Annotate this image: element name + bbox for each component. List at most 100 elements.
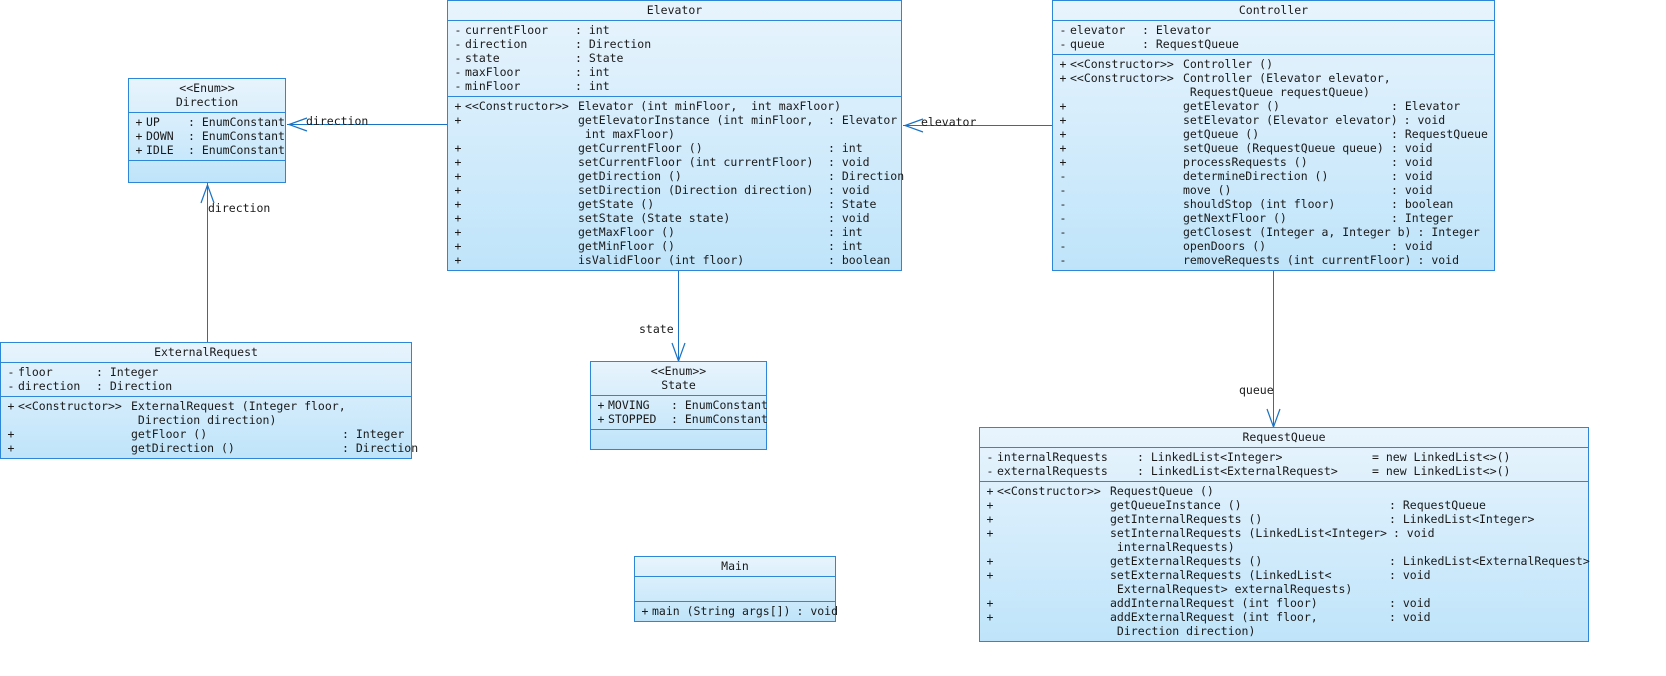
method-signature: getExternalRequests () [1110,554,1263,568]
visibility: + [1059,71,1067,85]
return-type: : void [1391,239,1433,253]
method-row: + setCurrentFloor (int currentFloor) : v… [448,155,901,169]
visibility: - [1059,211,1067,225]
visibility: - [986,464,994,478]
visibility: + [135,115,143,129]
visibility: + [454,225,462,239]
method-signature: RequestQueue () [1110,484,1214,498]
visibility: + [1059,127,1067,141]
return-type: : int [828,141,863,155]
method-row: - move () : void [1053,183,1494,197]
enum-state-stereotype: <<Enum>> [650,364,707,378]
class-external-request-methods: + <<Constructor>> ExternalRequest (Integ… [1,397,419,458]
divider [635,576,835,577]
return-type: : Integer [342,427,405,441]
enum-direction[interactable]: <<Enum>> Direction + UP : EnumConstant +… [128,78,286,183]
enum-constant-row: + MOVING : EnumConstant [591,398,768,412]
visibility: + [454,169,462,183]
divider [635,601,835,602]
enum-constant-row: + DOWN : EnumConstant [129,129,285,143]
divider [448,96,901,97]
class-main[interactable]: Main + main (String args[]) : void [634,556,839,622]
attribute-row: - internalRequests : LinkedList<Integer>… [980,450,1588,464]
class-controller[interactable]: Controller - elevator : Elevator - queue… [1052,0,1495,271]
method-signature: setInternalRequests (LinkedList<Integer> [1110,526,1387,540]
method-row: + isValidFloor (int floor) : boolean [448,253,901,267]
method-signature: getClosest (Integer a, Integer b) [1183,225,1412,239]
class-main-title: Main [721,559,749,573]
method-row: - determineDirection () : void [1053,169,1494,183]
method-row: + getInternalRequests () : LinkedList<In… [980,512,1588,526]
return-type: : void [1403,113,1446,127]
method-row: - getNextFloor () : Integer [1053,211,1494,225]
enum-constant-row: + IDLE : EnumConstant [129,143,285,157]
visibility: + [986,554,994,568]
method-row: + setState (State state) : void [448,211,901,225]
visibility: - [986,450,994,464]
enum-direction-title: Direction [175,95,239,109]
visibility: + [986,484,994,498]
divider [980,481,1588,482]
visibility: - [1059,239,1067,253]
visibility: + [454,141,462,155]
method-signature: processRequests () [1183,155,1308,169]
method-signature: getCurrentFloor () [578,141,703,155]
attribute-type: : LinkedList<Integer> [1137,450,1283,464]
constant-name: STOPPED [608,412,657,426]
visibility: - [454,79,462,93]
method-row: + <<Constructor>> Elevator (int minFloor… [448,99,901,113]
visibility: + [1059,155,1067,169]
attribute-name: currentFloor [465,23,549,37]
method-signature: main (String args[]) [652,604,791,618]
class-controller-methods: + <<Constructor>> Controller () + <<Cons… [1053,55,1494,270]
method-signature: Elevator (int minFloor, int maxFloor) [578,99,842,113]
method-signature: getDirection () [578,169,682,183]
method-row: + setDirection (Direction direction) : v… [448,183,901,197]
stereotype: <<Constructor>> [465,99,569,113]
edge-label-elevator-state: state [639,322,674,336]
return-type: : void [828,211,870,225]
divider [1,396,411,397]
method-row: + getExternalRequests () : LinkedList<Ex… [980,554,1590,568]
visibility: - [454,37,462,51]
method-row: RequestQueue requestQueue) [1053,85,1494,99]
enum-state-methods-empty [591,430,766,449]
visibility: + [454,239,462,253]
attribute-name: queue [1070,37,1105,51]
divider [1053,20,1494,21]
edge-externalrequest-direction [207,183,208,343]
return-type: : void [796,604,839,618]
class-external-request[interactable]: ExternalRequest - floor : Integer - dire… [0,342,419,459]
method-row: + getCurrentFloor () : int [448,141,901,155]
divider [980,447,1588,448]
edge-controller-elevator [903,125,1053,126]
enum-state[interactable]: <<Enum>> State + MOVING : EnumConstant +… [590,361,768,450]
return-type: : void [1392,526,1435,540]
method-signature: getQueue () [1183,127,1260,141]
class-external-request-title: ExternalRequest [154,345,258,359]
visibility: + [986,610,994,624]
constant-type: : EnumConstant [671,412,768,426]
visibility: + [135,129,143,143]
visibility: - [7,379,15,393]
visibility: + [454,155,462,169]
class-request-queue[interactable]: RequestQueue - internalRequests : Linked… [979,427,1590,642]
class-elevator[interactable]: Elevator - currentFloor : int - directio… [447,0,904,271]
attribute-name: direction [465,37,528,51]
enum-direction-constants: + UP : EnumConstant + DOWN : EnumConstan… [129,113,285,160]
attribute-type: : Direction [96,379,173,393]
visibility: + [454,183,462,197]
visibility: + [454,253,462,267]
divider [448,20,901,21]
method-signature: getInternalRequests () [1110,512,1263,526]
constant-type: : EnumConstant [188,143,285,157]
constant-type: : EnumConstant [188,115,285,129]
visibility: + [1059,113,1067,127]
method-row: + addExternalRequest (int floor, : void [980,610,1588,624]
enum-constant-row: + STOPPED : EnumConstant [591,412,768,426]
class-elevator-attributes: - currentFloor : int - direction : Direc… [448,21,901,96]
method-signature: int maxFloor) [578,127,675,141]
attribute-type: : State [575,51,624,65]
method-signature: addExternalRequest (int floor, [1110,610,1318,624]
method-row: Direction direction) [1,413,411,427]
